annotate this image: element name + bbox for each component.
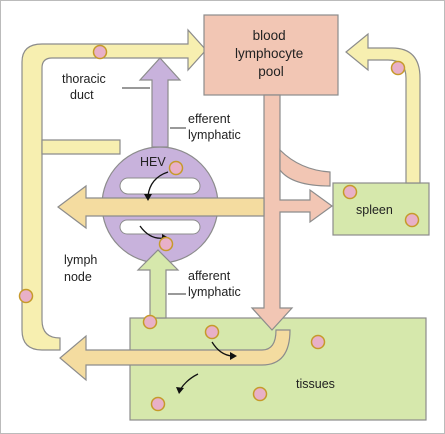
lymphocyte [150,396,166,412]
hev-arrowhead [144,194,152,201]
hev-curved-arrow [147,171,169,197]
lymph-node-label: lymph node [64,253,101,284]
blood-pool-box [203,14,339,96]
lymphocyte [142,314,158,330]
leader-lines [122,87,186,295]
lymphocyte [390,60,406,76]
tissues-label: tissues [296,377,335,391]
lymphocyte [310,334,326,350]
afferent-lymphatic-label: afferent lymphatic [188,269,241,299]
hev-window [119,177,201,195]
tan-horizontal-band [57,184,265,230]
hev-label: HEV [140,155,166,169]
lymphocyte [92,44,108,60]
lymphocyte [204,324,220,340]
pink-curve-to-spleen [279,148,331,187]
lymphocyte [342,184,358,200]
tissue-return-band [59,329,291,382]
lymphocyte [168,160,184,176]
efferent-lymphatic-stem [138,57,182,148]
afferent-lymphatic-stem [136,249,180,319]
blood-pool-label: blood lymphocyte pool [235,28,307,79]
thoracic-duct-band [41,139,121,155]
tissue-arrowhead-1 [230,352,237,360]
lymphocytes [18,44,420,412]
lymphocyte [18,288,34,304]
efferent-lymphatic-label: efferent lymphatic [188,112,241,142]
node-window-lower [119,219,201,235]
lymphocyte [252,386,268,402]
tissue-arrowhead-2 [176,387,184,394]
spleen-return-band [345,32,421,184]
pink-trunk [250,94,334,331]
spleen-label: spleen [356,203,393,217]
lymphocyte [158,236,174,252]
thoracic-duct-label: thoracic duct [62,72,109,102]
lymphocyte [404,212,420,228]
